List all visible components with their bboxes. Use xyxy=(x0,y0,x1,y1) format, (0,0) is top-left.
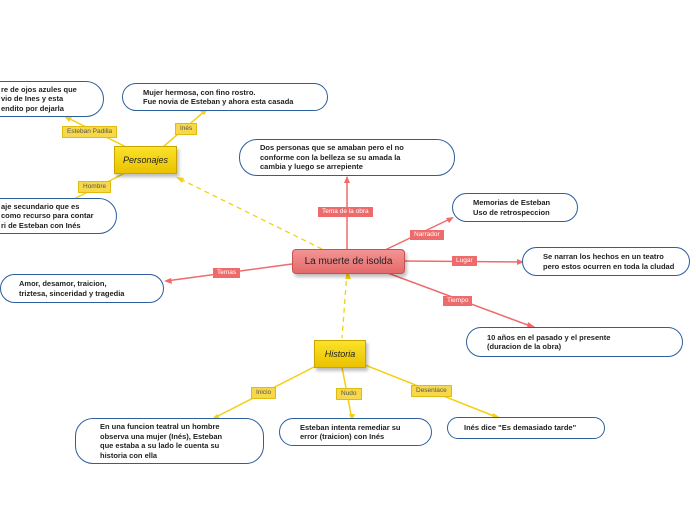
subtopic-personajes[interactable]: Personajes xyxy=(114,146,177,174)
arrow-esteban xyxy=(64,116,72,122)
arrow-personajes xyxy=(176,177,184,183)
tag-tiempo: Tiempo xyxy=(443,296,473,306)
arrow-tema xyxy=(344,176,350,183)
bubble-nudo[interactable]: Esteban intenta remediar su error (traic… xyxy=(279,418,432,446)
arrow-inicio xyxy=(212,414,220,419)
subtopic-historia-label: Historia xyxy=(324,349,356,359)
tag-desenlace: Desenlace xyxy=(411,385,452,397)
bubble-desenlace[interactable]: Inés dice "Es demasiado tarde" xyxy=(447,417,605,439)
tag-temas: Temas xyxy=(213,268,241,278)
bubble-temas[interactable]: Amor, desamor, traicion, triztesa, since… xyxy=(0,274,164,303)
arrow-nudo xyxy=(349,414,355,421)
arrow-temas xyxy=(164,278,172,284)
tag-hombre: Hombre xyxy=(78,181,112,193)
central-topic-label: La muerte de isolda xyxy=(304,256,393,267)
link-personajes xyxy=(177,177,323,250)
arrow-tiempo xyxy=(527,322,535,328)
bubble-tiempo[interactable]: 10 años en el pasado y el presente (dura… xyxy=(466,327,683,357)
arrow-narrador xyxy=(446,217,454,223)
bubble-narrador[interactable]: Memorias de Esteban Uso de retrospeccion xyxy=(452,193,578,222)
tag-nudo: Nudo xyxy=(336,388,362,400)
bubble-esteban[interactable]: re de ojos azules que vio de Ines y esta… xyxy=(0,81,104,117)
tag-tema-de-la-obra: Tema de la obra xyxy=(318,207,373,217)
bubble-lugar[interactable]: Se narran los hechos en un teatro pero e… xyxy=(522,247,690,276)
subtopic-historia[interactable]: Historia xyxy=(314,340,366,368)
tag-narrador: Narrador xyxy=(410,230,444,240)
bubble-inicio[interactable]: En una funcion teatral un hombre observa… xyxy=(75,418,264,464)
bubble-ines[interactable]: Mujer hermosa, con fino rostro. Fue novi… xyxy=(122,83,328,111)
link-historia xyxy=(341,271,348,339)
subtopic-personajes-label: Personajes xyxy=(122,155,169,165)
arrow-historia xyxy=(345,272,351,279)
bubble-tema[interactable]: Dos personas que se amaban pero el no co… xyxy=(239,139,455,176)
bubble-hombre[interactable]: aje secundario que es como recurso para … xyxy=(0,198,117,234)
tag-esteban-padilla: Esteban Padilla xyxy=(62,126,118,138)
tag-lugar: Lugar xyxy=(452,256,477,266)
central-topic[interactable]: La muerte de isolda xyxy=(292,249,405,274)
tag-ines: Inés xyxy=(175,123,198,135)
arrow-lugar xyxy=(517,259,524,265)
tag-inicio: Inicio xyxy=(251,387,277,399)
